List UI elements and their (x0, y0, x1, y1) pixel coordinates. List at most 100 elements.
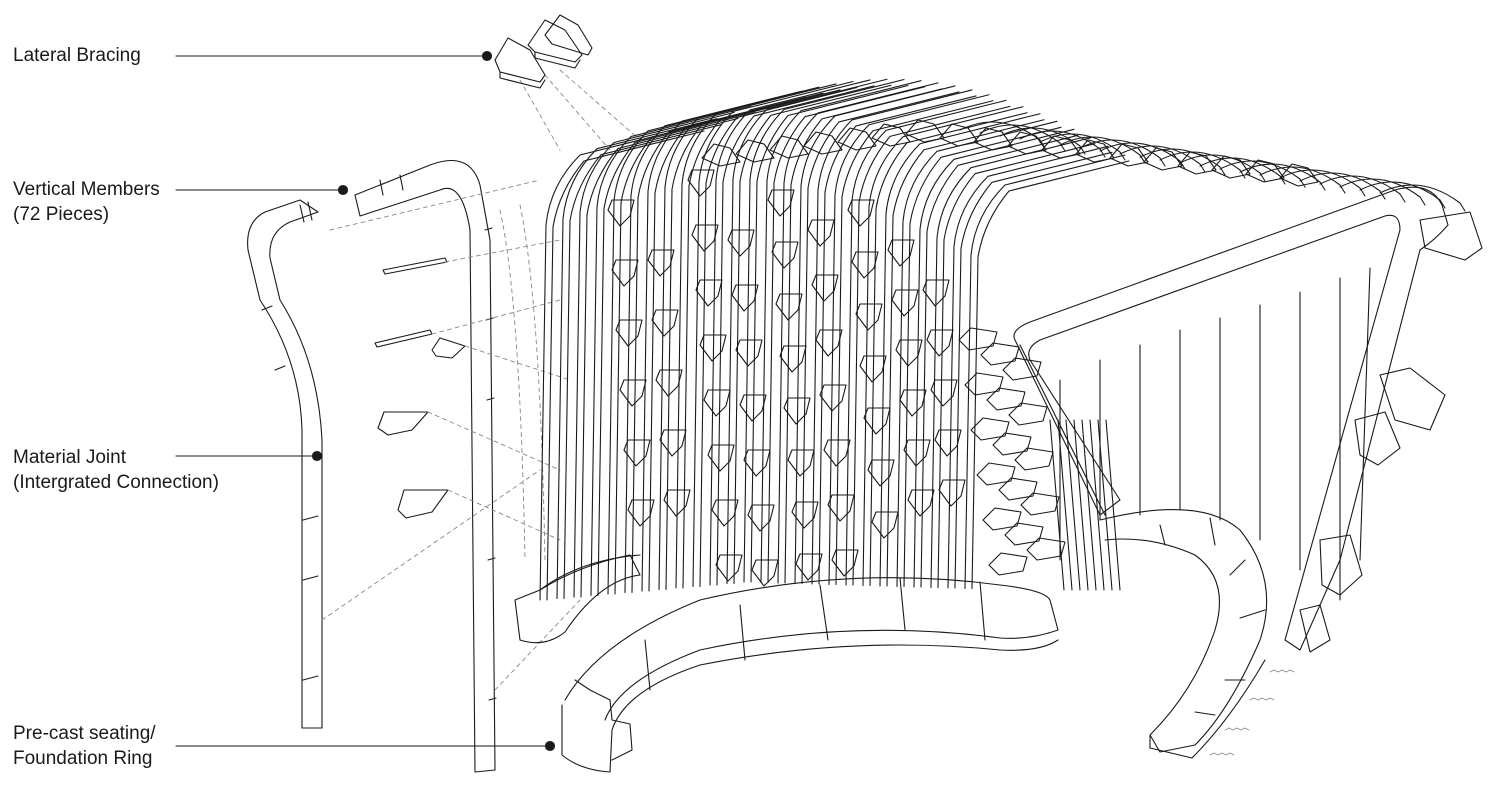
label-lateral-bracing: Lateral Bracing (13, 43, 141, 68)
rib-outline (709, 79, 871, 586)
ridge-fin (905, 119, 945, 143)
bracing-fin (795, 553, 823, 581)
ridge-fin (735, 139, 775, 163)
bracing-fin (651, 309, 679, 337)
rib-outline (658, 86, 820, 591)
bracing-fin (811, 274, 839, 302)
rib-top-outline (1219, 160, 1306, 188)
label-material-joint: Material Joint (Intergrated Connection) (13, 445, 219, 495)
bracing-fin (855, 303, 883, 331)
rib-outline (913, 128, 1075, 588)
bracing-fin (703, 389, 731, 417)
bracing-fin (934, 429, 962, 457)
cascade-fin (980, 342, 1020, 366)
bracing-fin (922, 279, 950, 307)
rib-top-outline (1139, 148, 1226, 176)
cascade-fin (992, 432, 1032, 456)
exploded-vertical-member (247, 69, 641, 773)
rib-outline (665, 92, 824, 591)
cascade-rib (1073, 419, 1089, 591)
exploded-tab-4 (377, 411, 429, 436)
rib-outline (879, 113, 1041, 587)
rib-outline (556, 118, 718, 600)
leader-dot-material-joint (311, 450, 323, 462)
bracing-fin (743, 449, 771, 477)
bracing-fin (659, 429, 687, 457)
bracing-fin (823, 439, 851, 467)
rib-outline (631, 101, 790, 594)
ridge-fin (1279, 163, 1319, 187)
rib-outline (597, 111, 756, 597)
bracing-fin (607, 199, 635, 227)
bracing-fin (691, 224, 719, 252)
rib-outline (733, 84, 892, 585)
ridge-fin (1211, 155, 1251, 179)
rib-outline (777, 82, 939, 584)
bracing-fin (767, 189, 795, 217)
rib-outline (845, 99, 1007, 586)
bracing-fin (831, 549, 859, 577)
bracing-fin (731, 284, 759, 312)
rib-outline (682, 89, 841, 589)
rib-outline (546, 130, 705, 601)
rib-top-outline (1199, 157, 1286, 185)
label-material-joint-line1: Material Joint (13, 447, 126, 468)
bracing-fin (707, 444, 735, 472)
rib-outline (886, 119, 1045, 587)
exploded-tab-5 (397, 489, 449, 519)
bracing-fin (699, 334, 727, 362)
bracing-fin (903, 439, 931, 467)
cascade-rib (1049, 419, 1065, 591)
rib-outline (573, 111, 735, 598)
cascading-fins (958, 327, 1121, 591)
bracing-fin (787, 449, 815, 477)
bracing-fin (663, 489, 691, 517)
bracing-fin (771, 241, 799, 269)
rib-outline (648, 96, 807, 592)
bracing-fin (859, 355, 887, 383)
cascade-rib (1057, 419, 1073, 591)
rib-top-outline (1019, 130, 1106, 158)
rib-top-outline (1079, 139, 1166, 167)
ring-outer-top (564, 577, 1059, 721)
rib-outline (835, 100, 994, 586)
bracing-fin (687, 169, 715, 197)
cascade-fin (1002, 357, 1042, 381)
bracing-fin (655, 369, 683, 397)
rib-outline (743, 78, 905, 583)
label-seating-line2: Foundation Ring (13, 748, 153, 769)
rib-outline (750, 84, 909, 583)
rib-outline (692, 80, 854, 588)
rib-top-outline (999, 127, 1086, 155)
ridge-fin (1143, 147, 1183, 171)
rib-top-outline (1319, 175, 1406, 203)
bracing-fin (791, 501, 819, 529)
cascade-fin (1004, 522, 1044, 546)
bracing-fin (715, 554, 743, 582)
rib-outline (716, 85, 875, 586)
rib-outline (726, 78, 888, 585)
rib-outline (614, 106, 773, 595)
label-vertical-members: Vertical Members (72 Pieces) (13, 177, 160, 227)
ridge-fin (939, 123, 979, 147)
bracing-fin (775, 293, 803, 321)
projection-lines (321, 69, 641, 691)
cascade-fin (976, 462, 1016, 486)
bracing-fin (615, 319, 643, 347)
ridge-fin (769, 135, 809, 159)
rib-outline (675, 83, 837, 589)
rib-top-outline (1239, 163, 1326, 191)
bracing-fin (819, 384, 847, 412)
bracing-fin (747, 504, 775, 532)
bracing-fin (887, 239, 915, 267)
bracing-fin (619, 379, 647, 407)
bracing-fin (735, 339, 763, 367)
cascade-fin (970, 417, 1010, 441)
label-seating-line1: Pre-cast seating/ (13, 723, 156, 744)
cascade-fin (986, 387, 1026, 411)
cascade-fin (998, 477, 1038, 501)
exploded-tab-3 (431, 337, 466, 359)
rib-outline (624, 95, 786, 594)
rib-outline (930, 137, 1092, 589)
ridge-fin (1177, 151, 1217, 175)
